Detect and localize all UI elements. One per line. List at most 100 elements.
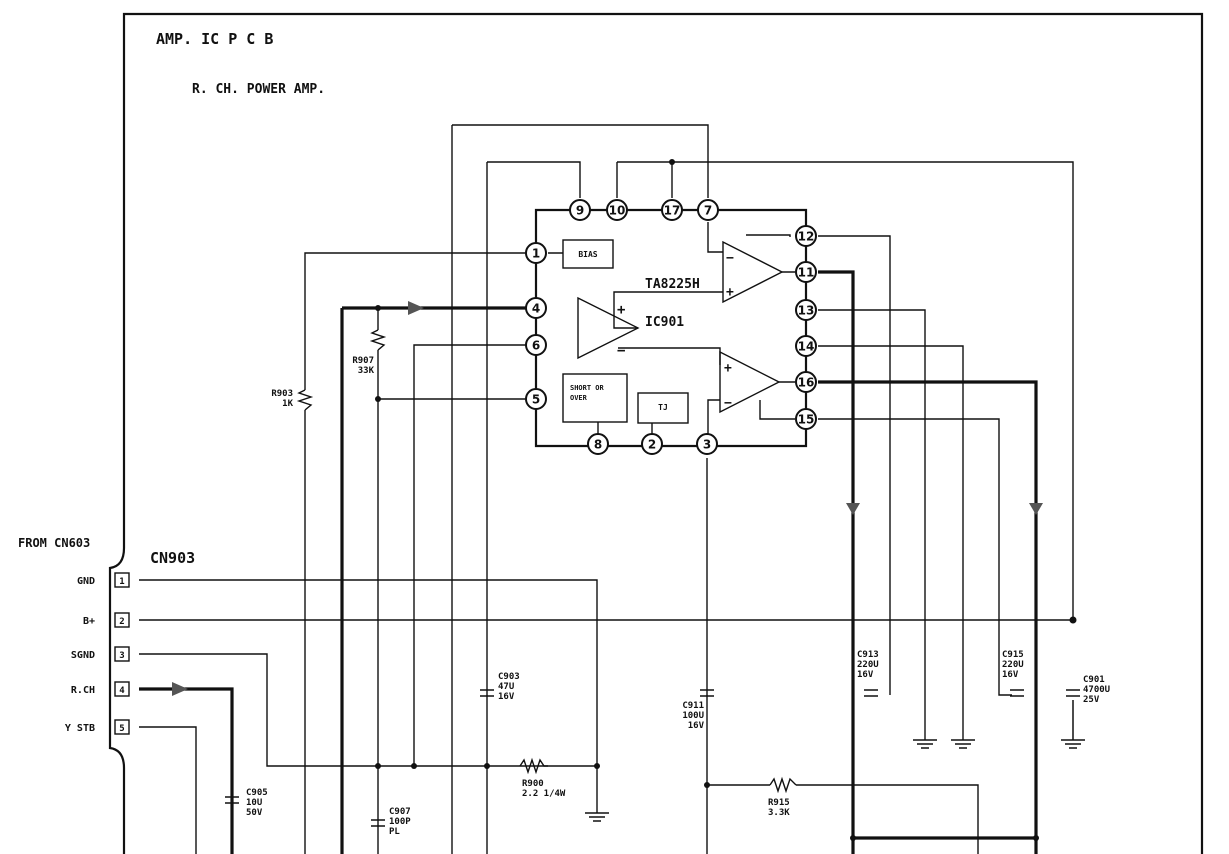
amp-top-minus: −: [726, 251, 734, 266]
component-ref: C901: [1083, 675, 1105, 685]
component-ref: C907: [389, 807, 411, 817]
connector-pin-number: 5: [119, 724, 124, 734]
ic-pin-3: 3: [696, 433, 718, 455]
connector-pin-number: 4: [119, 686, 125, 696]
ic-pin-5: 5: [525, 388, 547, 410]
board-outline: [122, 12, 1204, 854]
connector-pin-label: SGND: [71, 650, 95, 661]
short-label-1: SHORT OR: [570, 384, 605, 392]
connector-pin-number: 3: [119, 651, 124, 661]
ic-pin-11: 11: [795, 261, 817, 283]
ic-pin-12: 12: [795, 225, 817, 247]
component-value: 10U: [246, 798, 262, 808]
board-title: AMP. IC P C B: [156, 30, 273, 48]
component-value: 1K: [282, 399, 293, 409]
component-ref: C911: [682, 701, 704, 711]
ic-pin-4: 4: [525, 297, 547, 319]
component-value: 47U: [498, 682, 514, 692]
component-ref: R915: [768, 798, 790, 808]
preamp-minus: −: [617, 343, 625, 359]
ic-pin-17: 17: [661, 199, 683, 221]
component-value: 100P: [389, 817, 411, 827]
component-ref: C915: [1002, 650, 1024, 660]
component-ref: R903: [271, 389, 293, 399]
ic-pin-9: 9: [569, 199, 591, 221]
component-rating: 16V: [688, 721, 705, 731]
board-subtitle: R. CH. POWER AMP.: [192, 82, 325, 97]
ground-icons: [585, 700, 1085, 822]
r900-symbol: [519, 757, 548, 775]
amp-top-triangle: [722, 240, 784, 304]
internal-wires: [548, 222, 795, 440]
svg-text:11: 11: [798, 266, 815, 280]
component-rating: 16V: [498, 692, 515, 702]
svg-text:6: 6: [532, 339, 540, 353]
ic-pin-10: 10: [606, 199, 628, 221]
component-ref: R900: [522, 779, 544, 789]
component-rating: 16V: [857, 670, 874, 680]
ic-pin-7: 7: [697, 199, 719, 221]
svg-text:16: 16: [798, 376, 815, 390]
output-wires: [139, 270, 1038, 854]
connector-name: CN903: [150, 549, 195, 567]
ic-pin-8: 8: [587, 433, 609, 455]
svg-text:10: 10: [609, 204, 626, 218]
connector-pin-label: GND: [77, 576, 95, 587]
component-ref: C913: [857, 650, 879, 660]
svg-text:14: 14: [798, 340, 815, 354]
ic-pin-6: 6: [525, 334, 547, 356]
ic-pin-13: 13: [795, 299, 817, 321]
connector-pin-label: B+: [83, 616, 95, 627]
signal-arrow-icon: [408, 301, 424, 315]
bias-label: BIAS: [578, 250, 597, 259]
amp-bottom-minus: −: [724, 396, 732, 411]
preamp-plus: +: [617, 302, 625, 318]
svg-text:7: 7: [704, 204, 712, 218]
capacitor-symbols: [225, 689, 1080, 827]
component-value: 33K: [358, 366, 375, 376]
svg-text:12: 12: [798, 230, 815, 244]
external-wires: [139, 124, 1074, 854]
svg-text:17: 17: [664, 204, 681, 218]
r907-symbol: [369, 329, 387, 351]
svg-text:8: 8: [594, 438, 602, 452]
svg-text:5: 5: [532, 393, 540, 407]
component-rating: 50V: [246, 808, 263, 818]
down-arrow-icon: [1029, 503, 1043, 515]
svg-text:1: 1: [532, 247, 540, 261]
component-ref: R907: [352, 356, 374, 366]
svg-text:4: 4: [532, 302, 540, 316]
ic-reference: IC901: [645, 315, 684, 330]
down-arrow-icon: [846, 503, 860, 515]
ic-part-number: TA8225H: [645, 277, 700, 292]
r903-symbol: [296, 389, 314, 411]
component-value: 4700U: [1083, 685, 1110, 695]
component-ref: C905: [246, 788, 268, 798]
connector-pin-label: Y STB: [65, 723, 95, 734]
junction-dots: [375, 159, 1077, 841]
connector-pin-number: 2: [119, 617, 124, 627]
connector-pins: [114, 572, 130, 735]
protection-block: [562, 373, 628, 423]
ic-pin-16: 16: [795, 371, 817, 393]
ic-pin-14: 14: [795, 335, 817, 357]
svg-text:3: 3: [703, 438, 711, 452]
connector-source: FROM CN603: [18, 536, 90, 550]
amp-top-plus: +: [726, 285, 734, 300]
svg-text:13: 13: [798, 304, 815, 318]
